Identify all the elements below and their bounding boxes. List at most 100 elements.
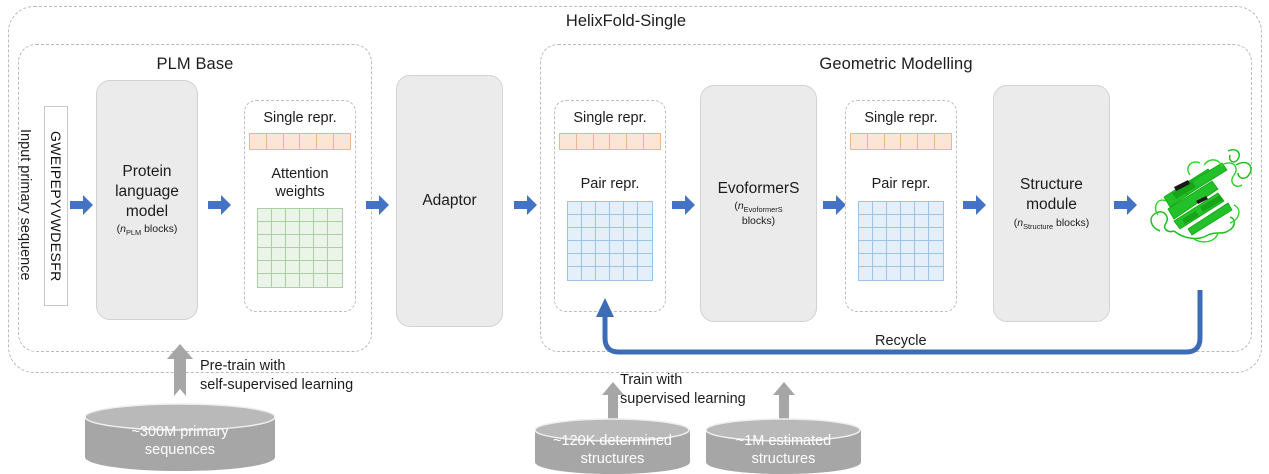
- geo-output-single-repr-label: Single repr.: [864, 110, 938, 126]
- adaptor-block[interactable]: Adaptor: [396, 75, 503, 327]
- structure-module-block[interactable]: Structure module (nStructure blocks): [993, 85, 1110, 322]
- supervised-caption-line-1: Train with: [620, 372, 683, 388]
- matrix-cell: [873, 201, 887, 215]
- matrix-cell: [272, 261, 286, 275]
- repr-cell: [866, 133, 884, 151]
- geometric-output-panel: Single repr. Pair repr.: [845, 100, 957, 312]
- database-primary-sequences-label: ~300M primary sequences: [85, 403, 275, 471]
- repr-cell: [883, 133, 901, 151]
- matrix-cell: [568, 227, 582, 241]
- matrix-cell: [286, 248, 300, 262]
- matrix-cell: [901, 253, 915, 267]
- matrix-cell: [638, 253, 652, 267]
- matrix-cell: [624, 240, 638, 254]
- arrow-structure-to-output: [1114, 194, 1138, 216]
- matrix-cell: [272, 248, 286, 262]
- matrix-cell: [258, 274, 272, 288]
- matrix-cell: [859, 214, 873, 228]
- db1-line-1: ~120K determined: [553, 432, 672, 449]
- repr-cell: [626, 133, 644, 151]
- matrix-cell: [582, 240, 596, 254]
- matrix-cell: [929, 214, 943, 228]
- matrix-cell: [624, 227, 638, 241]
- predicted-protein-structure: [1144, 135, 1262, 265]
- plm-single-repr-strip: [249, 133, 351, 151]
- matrix-cell: [915, 227, 929, 241]
- repr-cell: [592, 133, 610, 151]
- matrix-cell: [272, 274, 286, 288]
- matrix-cell: [582, 266, 596, 280]
- plm-line-1: Protein: [122, 162, 172, 180]
- structure-blocks-note: (nStructure blocks): [1013, 217, 1090, 232]
- matrix-cell: [859, 240, 873, 254]
- matrix-cell: [915, 240, 929, 254]
- repr-cell: [249, 133, 266, 151]
- repr-cell: [333, 133, 351, 151]
- evoformers-block[interactable]: EvoformerS (nEvoformerS blocks): [700, 85, 817, 322]
- matrix-cell: [286, 222, 300, 236]
- matrix-cell: [859, 201, 873, 215]
- matrix-cell: [272, 235, 286, 249]
- matrix-cell: [300, 261, 314, 275]
- matrix-cell: [638, 214, 652, 228]
- matrix-cell: [901, 240, 915, 254]
- matrix-cell: [624, 266, 638, 280]
- matrix-cell: [314, 235, 328, 249]
- repr-cell: [265, 133, 283, 151]
- matrix-cell: [314, 261, 328, 275]
- matrix-cell: [568, 240, 582, 254]
- supervised-caption-line-2: supervised learning: [620, 390, 746, 407]
- geometric-input-panel: Single repr. Pair repr.: [554, 100, 666, 312]
- matrix-cell: [596, 240, 610, 254]
- matrix-cell: [638, 240, 652, 254]
- matrix-cell: [328, 274, 342, 288]
- geo-output-single-repr-strip: [850, 133, 952, 151]
- matrix-cell: [300, 274, 314, 288]
- matrix-cell: [272, 209, 286, 223]
- matrix-cell: [873, 214, 887, 228]
- input-sequence-caption: Input primary sequence: [14, 106, 36, 304]
- database-determined-structures-label: ~120K determined structures: [535, 418, 690, 474]
- geo-input-single-repr-label: Single repr.: [573, 110, 647, 126]
- matrix-cell: [638, 201, 652, 215]
- distill-arrow-icon: [773, 382, 795, 424]
- matrix-cell: [286, 274, 300, 288]
- matrix-cell: [859, 227, 873, 241]
- matrix-cell: [624, 201, 638, 215]
- matrix-cell: [873, 240, 887, 254]
- repr-cell: [299, 133, 317, 151]
- structure-module-line-2: module: [1026, 196, 1077, 214]
- geo-input-pair-repr-label: Pair repr.: [580, 176, 640, 193]
- matrix-cell: [624, 253, 638, 267]
- arrow-evoformers-to-repr: [823, 194, 847, 216]
- matrix-cell: [901, 266, 915, 280]
- matrix-cell: [568, 201, 582, 215]
- database-estimated-structures: ~1M estimated structures: [706, 418, 861, 474]
- matrix-cell: [568, 266, 582, 280]
- matrix-cell: [610, 266, 624, 280]
- adaptor-label: Adaptor: [422, 192, 477, 210]
- matrix-cell: [568, 214, 582, 228]
- matrix-cell: [929, 201, 943, 215]
- matrix-cell: [596, 214, 610, 228]
- matrix-cell: [929, 253, 943, 267]
- matrix-cell: [258, 235, 272, 249]
- matrix-cell: [258, 261, 272, 275]
- geometric-modelling-title: Geometric Modelling: [819, 55, 973, 73]
- matrix-cell: [596, 201, 610, 215]
- matrix-cell: [610, 227, 624, 241]
- protein-language-model-block[interactable]: Protein language model (nPLM blocks): [96, 80, 198, 320]
- matrix-cell: [859, 266, 873, 280]
- matrix-cell: [901, 214, 915, 228]
- arrow-repr-to-adaptor: [366, 194, 390, 216]
- matrix-cell: [328, 261, 342, 275]
- pretrain-caption: Pre-train with self-supervised learning: [200, 357, 400, 395]
- matrix-cell: [314, 209, 328, 223]
- matrix-cell: [887, 227, 901, 241]
- matrix-cell: [915, 253, 929, 267]
- matrix-cell: [328, 235, 342, 249]
- repr-cell: [643, 133, 661, 151]
- repr-cell: [900, 133, 918, 151]
- matrix-cell: [887, 240, 901, 254]
- matrix-cell: [258, 209, 272, 223]
